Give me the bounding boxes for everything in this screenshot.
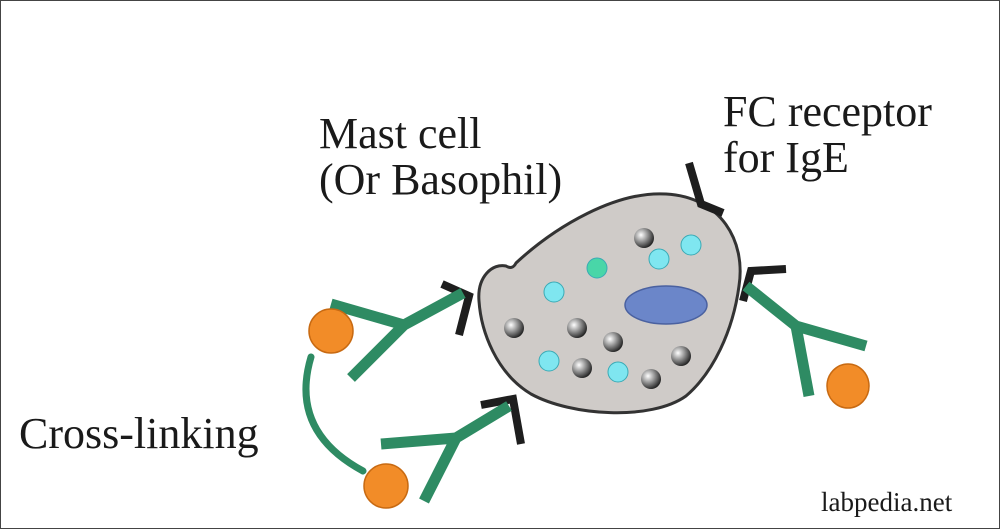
granule-icon [567,318,587,338]
granule-icon [648,248,670,270]
granule-icon [572,358,592,378]
antibody-icon [380,401,512,504]
granules-light [538,234,702,383]
nucleus [624,285,708,325]
granule-icon [504,318,524,338]
granule-icon [603,332,623,352]
granule-icon [607,361,629,383]
granule-icon [641,369,661,389]
source-credit: labpedia.net [821,487,953,517]
receptor-icon [480,394,525,445]
cross-linking-arc [302,353,367,475]
granule-icon [538,350,560,372]
granule-icon [586,257,608,279]
receptor-icon [440,280,474,336]
granules-dark [504,228,691,389]
granule-icon [680,234,702,256]
granule-icon [634,228,654,248]
fc-receptor-label: FC receptor for IgE [723,89,932,181]
antigen-icon [363,463,409,509]
granule-icon [543,281,565,303]
antibody-icon [329,288,466,382]
mast-cell-label: Mast cell (Or Basophil) [319,111,562,203]
mast-cell-label-line1: Mast cell [319,109,482,158]
fc-receptor-label-line1: FC receptor [723,87,932,136]
antigen-icon [826,363,870,409]
antibody-icon [742,281,868,398]
granule-icon [671,346,691,366]
mast-cell-label-line2: (Or Basophil) [319,155,563,204]
cross-linking-label: Cross-linking [19,409,259,458]
fc-receptor-label-line2: for IgE [723,133,849,182]
receptor-icon [685,161,725,217]
antigen-icon [308,308,354,354]
